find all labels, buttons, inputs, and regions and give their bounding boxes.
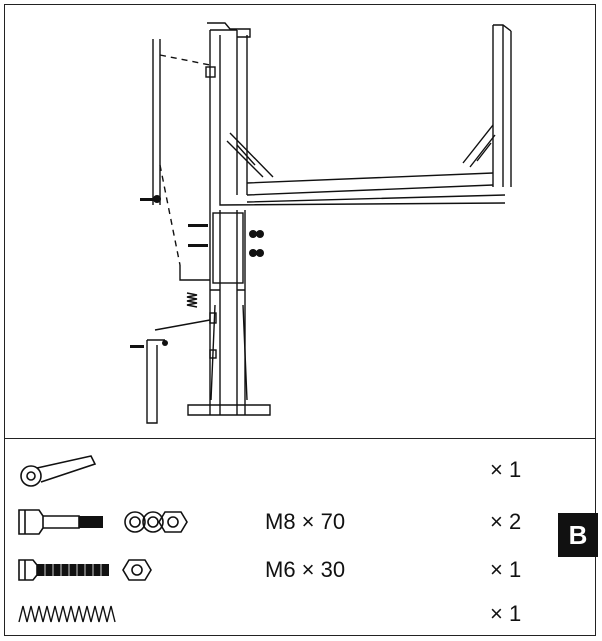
part-quantity: × 1 bbox=[490, 601, 522, 626]
step-badge: B bbox=[558, 513, 598, 557]
crossbar bbox=[246, 172, 506, 203]
part-spec: M6 × 30 bbox=[265, 557, 346, 582]
left-bar bbox=[152, 39, 161, 205]
part-quantity: × 1 bbox=[490, 457, 522, 482]
parts-row: × 1 bbox=[5, 448, 545, 492]
part-quantity: × 1 bbox=[490, 557, 522, 582]
part-quantity: × 2 bbox=[490, 509, 522, 534]
assembly-diagram bbox=[130, 22, 512, 424]
lower-leg bbox=[209, 195, 246, 415]
wrench-icon bbox=[20, 455, 97, 487]
spring-part bbox=[186, 292, 198, 308]
figure-frame bbox=[4, 4, 596, 636]
l-bracket bbox=[146, 339, 165, 424]
part-spec: M8 × 70 bbox=[265, 509, 346, 534]
bolt-nut-icon bbox=[18, 559, 152, 581]
bolt-washer-nut-icon bbox=[18, 509, 188, 535]
right-upright-post bbox=[492, 25, 512, 187]
spring-icon bbox=[18, 605, 116, 623]
left-upright-post bbox=[209, 30, 248, 195]
right-brace bbox=[462, 124, 496, 168]
left-brace bbox=[226, 132, 274, 178]
parts-row: M8 × 70 × 2 bbox=[5, 500, 545, 544]
section-divider bbox=[4, 438, 596, 439]
parts-row: M6 × 30 × 1 bbox=[5, 548, 545, 592]
foot-plate bbox=[187, 404, 271, 416]
parts-row: × 1 bbox=[5, 592, 545, 636]
